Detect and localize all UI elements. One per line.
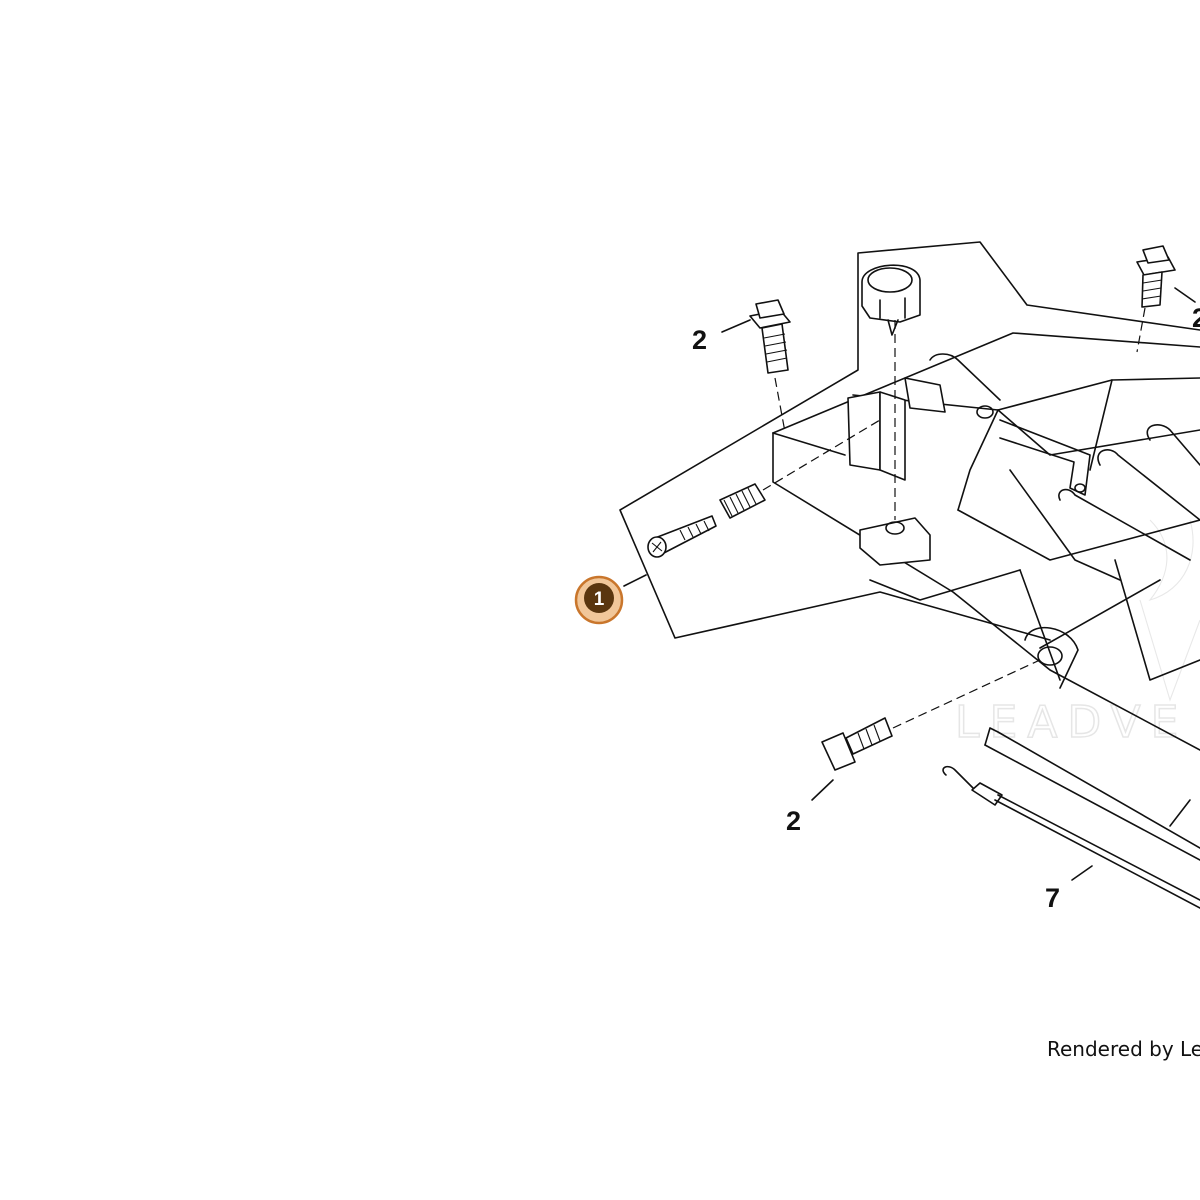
adjusting-screw-with-spring: [647, 483, 766, 558]
assembly-outline: [619, 241, 1200, 641]
flange-bolt-top: [749, 299, 791, 374]
callout-1: 1: [594, 589, 605, 610]
watermark: LEADVE: [954, 519, 1200, 749]
mounting-bracket: [772, 332, 1200, 751]
callout-1-badge[interactable]: 1: [574, 575, 624, 625]
callout-7: 7: [1045, 883, 1060, 913]
alignment-lines: [762, 307, 1146, 729]
watermark-text: LEADVE: [955, 697, 1188, 748]
flange-bolt-right: [1136, 245, 1176, 308]
callout-2-top: 2: [692, 325, 707, 355]
callout-2-right: 2: [1192, 303, 1200, 333]
linkage-rods: [942, 727, 1200, 909]
flange-bolt-bottom: [821, 717, 893, 771]
callout-2-bottom: 2: [786, 806, 801, 836]
hose-clamp: [861, 264, 921, 336]
render-credit: Rendered by LeadV: [1047, 1037, 1200, 1061]
leader-lines: [623, 287, 1196, 881]
